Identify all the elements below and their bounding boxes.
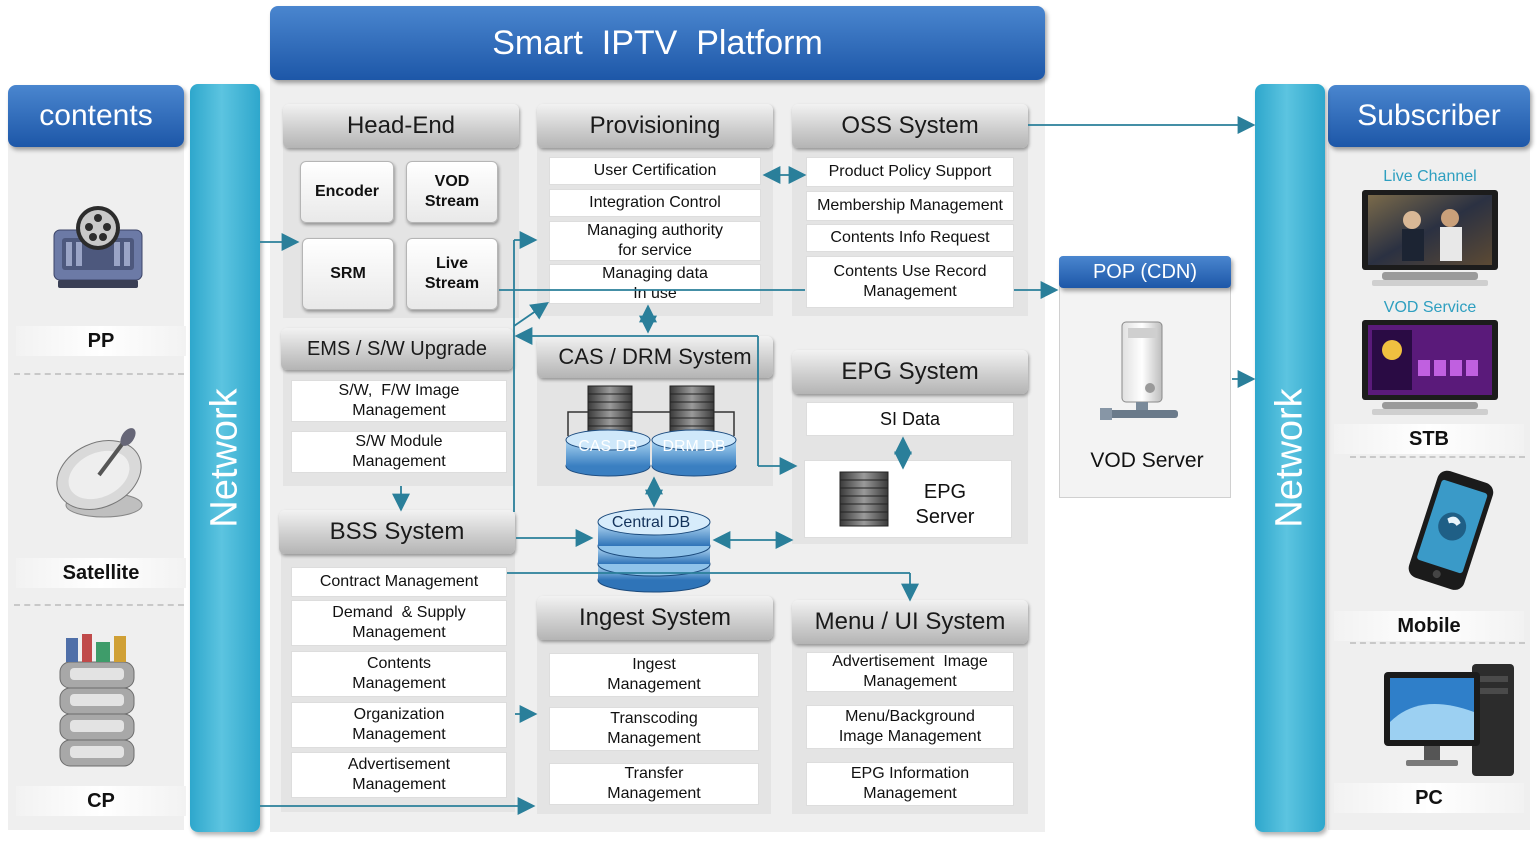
live-stream-button[interactable]: Live Stream — [406, 238, 498, 310]
vod-service-label: VOD Service — [1383, 299, 1477, 316]
provisioning-item: Managing authority for service — [549, 221, 761, 261]
headend-title: Head-End — [283, 104, 519, 148]
bss-item: Demand & Supply Management — [291, 600, 507, 646]
ems-item: S/W Module Management — [291, 431, 507, 473]
satellite-label: Satellite — [16, 558, 186, 588]
central-db-icon — [597, 508, 711, 593]
divider — [14, 604, 184, 606]
tv-icon — [1362, 190, 1498, 286]
ingest-item: Transcoding Management — [549, 707, 759, 751]
bss-item: Advertisement Management — [291, 752, 507, 798]
server-rack-icon — [839, 471, 889, 527]
pp-label: PP — [16, 326, 186, 356]
central-db-label: Central DB — [611, 514, 691, 531]
oss-item: Contents Info Request — [806, 224, 1014, 252]
mobile-phone-icon — [1408, 470, 1494, 590]
provisioning-item: Integration Control — [549, 189, 761, 217]
pc-icon — [1384, 664, 1514, 776]
live-channel-label: Live Channel — [1383, 168, 1477, 185]
satellite-dish-icon — [56, 428, 143, 518]
vod-server-icon — [1100, 321, 1178, 420]
ingest-item: Transfer Management — [549, 763, 759, 805]
content-provider-icon — [59, 634, 135, 767]
cas-db-icon — [565, 385, 737, 477]
pc-label: PC — [1334, 783, 1524, 813]
vod-stream-button[interactable]: VOD Stream — [406, 161, 498, 223]
epg-server-box — [804, 460, 1012, 538]
si-data-item: SI Data — [806, 402, 1014, 436]
cas-title: CAS / DRM System — [537, 336, 773, 378]
oss-item: Product Policy Support — [806, 157, 1014, 187]
epg-server-label: EPG Server — [915, 481, 975, 528]
epg-title: EPG System — [792, 350, 1028, 394]
contents-header: contents — [8, 85, 184, 147]
divider — [1350, 642, 1525, 644]
divider — [1350, 456, 1525, 458]
stb-label: STB — [1334, 424, 1524, 454]
srm-button[interactable]: SRM — [302, 238, 394, 310]
cas-db-label: CAS DB — [578, 438, 638, 455]
ems-title: EMS / S/W Upgrade — [281, 328, 513, 370]
oss-item: Membership Management — [806, 191, 1014, 221]
ingest-title: Ingest System — [537, 596, 773, 640]
film-reel-icon — [53, 206, 143, 288]
bss-item: Contents Management — [291, 651, 507, 697]
stb-tv-icon — [1362, 320, 1498, 415]
encoder-button[interactable]: Encoder — [300, 161, 394, 223]
mobile-label: Mobile — [1334, 611, 1524, 641]
subscriber-header: Subscriber — [1328, 85, 1530, 147]
pop-title: POP (CDN) — [1059, 256, 1231, 288]
oss-item: Contents Use Record Management — [806, 256, 1014, 308]
menu-item: EPG Information Management — [806, 762, 1014, 806]
drm-db-label: DRM DB — [662, 438, 726, 455]
menu-item: Advertisement Image Management — [806, 652, 1014, 692]
provisioning-title: Provisioning — [537, 104, 773, 148]
vod-server-label: VOD Server — [1090, 449, 1204, 472]
divider — [14, 373, 184, 375]
cp-label: CP — [16, 786, 186, 816]
bss-item: Organization Management — [291, 702, 507, 748]
left-network-bar: Network — [190, 84, 260, 832]
platform-title: Smart IPTV Platform — [270, 6, 1045, 80]
menu-item: Menu/Background Image Management — [806, 705, 1014, 749]
bss-item: Contract Management — [291, 567, 507, 597]
ems-item: S/W, F/W Image Management — [291, 380, 507, 422]
provisioning-item: User Certification — [549, 157, 761, 185]
oss-title: OSS System — [792, 104, 1028, 148]
ingest-item: Ingest Management — [549, 653, 759, 697]
right-network-bar: Network — [1255, 84, 1325, 832]
menu-title: Menu / UI System — [792, 600, 1028, 644]
bss-title: BSS System — [279, 510, 515, 554]
